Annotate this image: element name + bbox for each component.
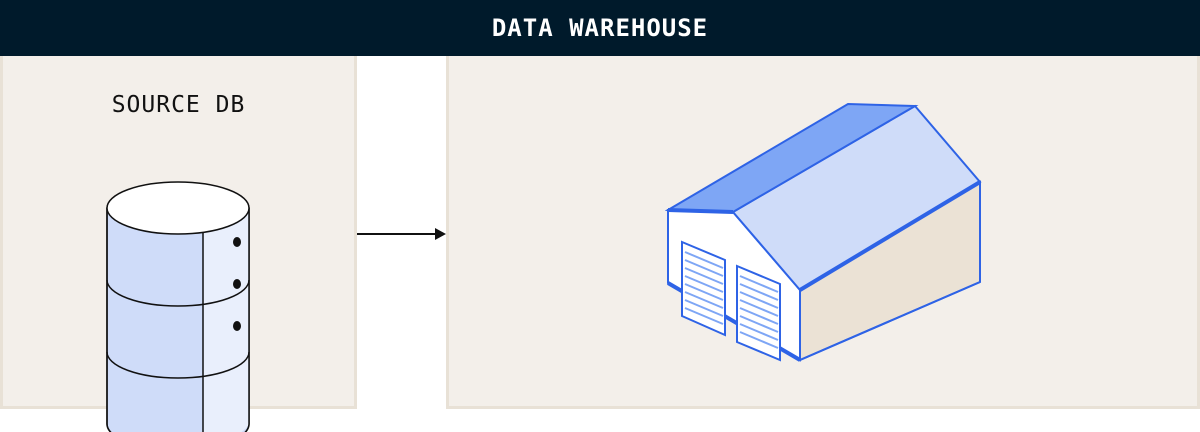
warehouse-panel	[446, 56, 1200, 409]
source-db-panel: SOURCE DB	[0, 56, 357, 432]
source-db-label: SOURCE DB	[111, 92, 246, 118]
arrow-right-icon	[357, 228, 446, 240]
header-bar: DATA WAREHOUSE	[0, 0, 1200, 56]
warehouse-icon	[665, 102, 982, 362]
database-icon	[106, 181, 250, 432]
page-title: DATA WAREHOUSE	[491, 14, 709, 42]
